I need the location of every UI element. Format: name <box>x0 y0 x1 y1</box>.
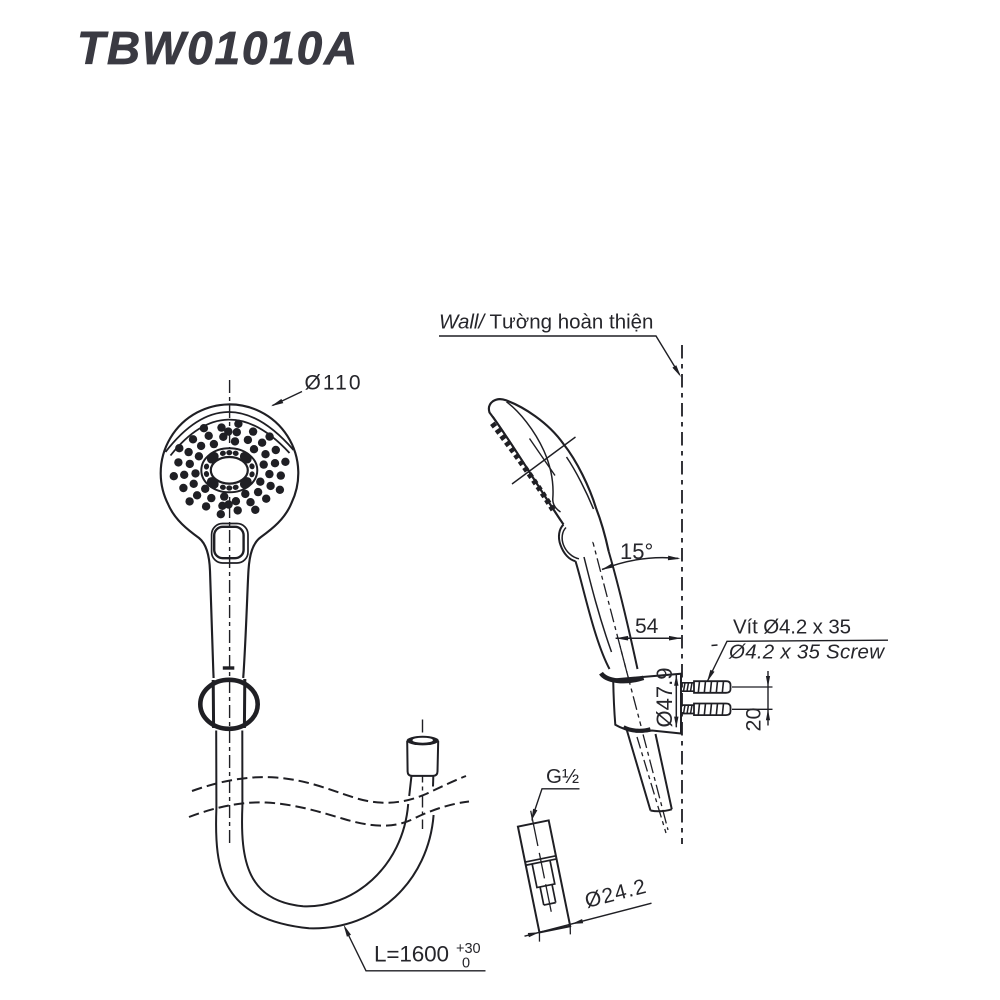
svg-text:Ø47.9: Ø47.9 <box>652 668 677 728</box>
svg-text:G½: G½ <box>546 765 579 788</box>
svg-text:Wall/ Tường hoàn thiện: Wall/ Tường hoàn thiện <box>439 311 653 334</box>
svg-text:54: 54 <box>635 615 659 638</box>
svg-text:Ø110: Ø110 <box>305 372 361 395</box>
svg-text:0: 0 <box>462 956 470 972</box>
svg-text:+30: +30 <box>456 941 481 957</box>
svg-text:Vít Ø4.2 x 35: Vít Ø4.2 x 35 <box>733 616 851 639</box>
svg-text:20: 20 <box>742 708 766 732</box>
svg-text:15°: 15° <box>620 539 653 564</box>
svg-text:L=1600: L=1600 <box>374 942 449 967</box>
svg-text:Ø4.2 x 35 Screw: Ø4.2 x 35 Screw <box>728 641 885 664</box>
